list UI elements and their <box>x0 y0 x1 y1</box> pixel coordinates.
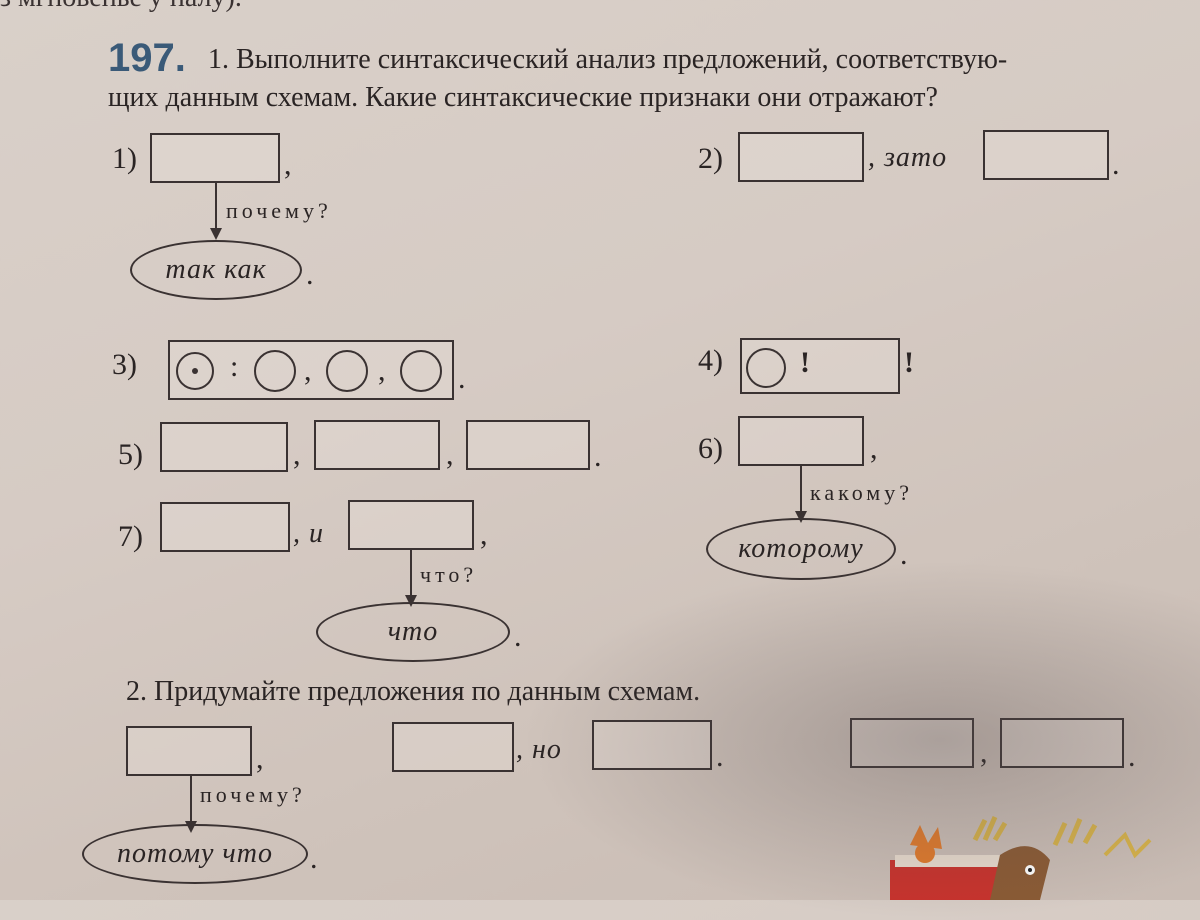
scheme2-dot: . <box>1112 148 1120 182</box>
scheme5-box2 <box>314 420 440 470</box>
scheme2-conj: , зато <box>868 142 947 174</box>
scheme7-box2 <box>348 500 474 550</box>
scheme1-comma: , <box>284 148 292 182</box>
task2-a-box <box>126 726 252 776</box>
scheme3-comma1: , <box>304 354 312 388</box>
scheme4-excl-outside: ! <box>904 346 914 380</box>
scheme6-dot: . <box>900 538 908 572</box>
scheme2-box2 <box>983 130 1109 180</box>
scheme3-comma2: , <box>378 354 386 388</box>
scheme6-arrow-line <box>800 466 802 514</box>
task1-line1: 1. Выполните синтаксический анализ предл… <box>208 44 1007 76</box>
scheme3-dot: . <box>458 362 466 396</box>
scheme5-number: 5) <box>118 438 143 472</box>
scheme3-number: 3) <box>112 348 137 382</box>
scheme1-oval: так как <box>130 240 302 300</box>
scheme3-center-dot <box>192 368 198 374</box>
cut-off-text: з мгновенье у налу). <box>0 0 242 14</box>
scheme7-comma: , <box>480 518 488 552</box>
scheme3-circle-3 <box>400 350 442 392</box>
scheme6-comma: , <box>870 432 878 466</box>
task2-c-dot: . <box>1128 740 1136 774</box>
scheme7-oval: что <box>316 602 510 662</box>
scheme1-arrow-line <box>215 183 217 231</box>
task2-a-oval: потому что <box>82 824 308 884</box>
scheme4-number: 4) <box>698 344 723 378</box>
scheme7-dot: . <box>514 620 522 654</box>
scheme5-box1 <box>160 422 288 472</box>
scheme5-dot: . <box>594 440 602 474</box>
scheme1-question: почему? <box>226 198 332 224</box>
task2-b-box1 <box>392 722 514 772</box>
scheme1-box <box>150 133 280 183</box>
task2-heading: 2. Придумайте предложения по данным схем… <box>126 676 700 708</box>
scheme6-question: какому? <box>810 480 913 506</box>
scheme7-number: 7) <box>118 520 143 554</box>
scheme1-number: 1) <box>112 142 137 176</box>
scheme1-arrowhead <box>210 228 222 240</box>
task2-b-dot: . <box>716 740 724 774</box>
scheme1-dot: . <box>306 258 314 292</box>
scheme6-box <box>738 416 864 466</box>
task2-c-comma: , <box>980 736 988 770</box>
moose-fox-illustration <box>880 815 1180 900</box>
scheme6-oval: которому <box>706 518 896 580</box>
exercise-number: 197. <box>108 36 186 81</box>
scheme7-conj: , и <box>293 518 324 550</box>
scheme3-colon: : <box>230 350 238 384</box>
scheme5-comma2: , <box>446 438 454 472</box>
scheme2-box1 <box>738 132 864 182</box>
scheme6-number: 6) <box>698 432 723 466</box>
task1-line2: щих данным схемам. Какие синтаксические … <box>108 82 938 114</box>
scheme3-circle-2 <box>326 350 368 392</box>
task2-a-question: почему? <box>200 782 306 808</box>
task2-b-conj: , но <box>516 734 562 766</box>
task2-c-box2 <box>1000 718 1124 768</box>
scheme4-excl-inside: ! <box>800 346 810 380</box>
task2-a-arrow-line <box>190 776 192 824</box>
scheme2-number: 2) <box>698 142 723 176</box>
scheme7-question: что? <box>420 562 477 588</box>
scheme5-comma1: , <box>293 438 301 472</box>
task2-a-dot: . <box>310 842 318 876</box>
scheme7-box1 <box>160 502 290 552</box>
task2-b-box2 <box>592 720 712 770</box>
task2-c-box1 <box>850 718 974 768</box>
scheme7-arrow-line <box>410 550 412 598</box>
task2-a-comma: , <box>256 742 264 776</box>
scheme5-box3 <box>466 420 590 470</box>
scheme4-circle <box>746 348 786 388</box>
scheme3-circle-1 <box>254 350 296 392</box>
